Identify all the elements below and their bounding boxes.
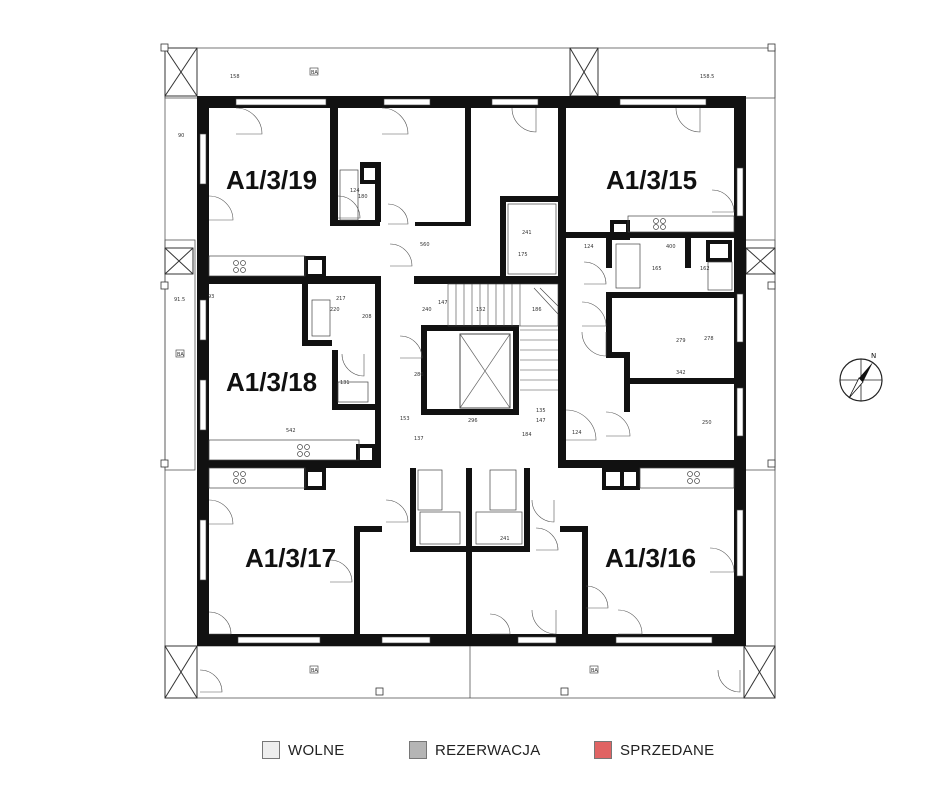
legend-label: REZERWACJA [435, 741, 541, 759]
balcony-tag: BA [311, 70, 318, 76]
dimension-label: 158 [230, 74, 240, 80]
kitchen-counters [208, 215, 735, 489]
unit-label-a1-3-16[interactable]: A1/3/16 [605, 543, 696, 573]
compass-icon: N [839, 352, 883, 402]
floor-plan: 560 217 220 208 240 147 152 186 286 153 … [160, 43, 883, 699]
dimension-labels: 560 217 220 208 240 147 152 186 286 153 … [174, 74, 714, 542]
exterior-walls [197, 96, 746, 646]
legend-item-wolne[interactable]: WOLNE [262, 741, 345, 759]
dimension-label: 342 [676, 370, 686, 376]
elevator-core [421, 325, 519, 415]
balcony-tag: BA [311, 668, 318, 674]
dimension-label: 240 [422, 307, 432, 313]
unit-label-a1-3-17[interactable]: A1/3/17 [245, 543, 336, 573]
legend-swatch-rezerwacja [409, 741, 427, 759]
dimension-label: 91.5 [174, 297, 185, 303]
dimension-label: 152 [476, 307, 486, 313]
balcony-tags: BA BA BA BA [175, 67, 598, 674]
legend-swatch-wolne [262, 741, 280, 759]
dimension-label: 400 [666, 244, 676, 250]
bathroom-fixtures [311, 169, 733, 545]
dimension-label: 165 [652, 266, 662, 272]
balcony-tag: BA [177, 352, 184, 358]
dimension-label: 158.5 [700, 74, 714, 80]
dimension-label: 135 [536, 408, 546, 414]
dimension-label: 93 [208, 294, 214, 300]
dimension-label: 186 [532, 307, 542, 313]
dimension-label: 124 [350, 188, 360, 194]
dimension-label: 90 [178, 133, 184, 139]
dimension-label: 560 [420, 242, 430, 248]
unit-label-a1-3-19[interactable]: A1/3/19 [226, 165, 317, 195]
dimension-label: 131 [340, 380, 350, 386]
svg-text:N: N [871, 352, 876, 360]
dimension-label: 217 [336, 296, 346, 302]
unit-label-a1-3-15[interactable]: A1/3/15 [606, 165, 697, 195]
terrace-posts [160, 43, 776, 696]
legend-item-sprzedane[interactable]: SPRZEDANE [594, 741, 714, 759]
legend: WOLNE REZERWACJA SPRZEDANE [0, 741, 950, 767]
dimension-label: 220 [330, 307, 340, 313]
dimension-label: 296 [468, 418, 478, 424]
unit-label-a1-3-18[interactable]: A1/3/18 [226, 367, 317, 397]
dimension-label: 278 [704, 336, 714, 342]
dimension-label: 162 [700, 266, 710, 272]
dimension-label: 147 [536, 418, 546, 424]
dimension-label: 137 [414, 436, 424, 442]
legend-item-rezerwacja[interactable]: REZERWACJA [409, 741, 541, 759]
legend-swatch-sprzedane [594, 741, 612, 759]
dimension-label: 124 [584, 244, 594, 250]
dimension-label: 208 [362, 314, 372, 320]
dimension-label: 250 [702, 420, 712, 426]
dimension-label: 241 [500, 536, 510, 542]
door-swings [199, 107, 741, 693]
legend-label: WOLNE [288, 741, 345, 759]
balcony-tag: BA [591, 668, 598, 674]
dimension-label: 175 [518, 252, 528, 258]
dimension-label: 124 [572, 430, 582, 436]
dimension-label: 241 [522, 230, 532, 236]
dimension-label: 147 [438, 300, 448, 306]
dimension-label: 153 [400, 416, 410, 422]
corner-columns [164, 47, 776, 699]
windows [199, 98, 744, 644]
dimension-label: 542 [286, 428, 296, 434]
dimension-label: 184 [522, 432, 532, 438]
legend-label: SPRZEDANE [620, 741, 715, 759]
staircase [447, 283, 559, 391]
dimension-label: 180 [358, 194, 368, 200]
dimension-label: 286 [414, 372, 424, 378]
dimension-label: 279 [676, 338, 686, 344]
